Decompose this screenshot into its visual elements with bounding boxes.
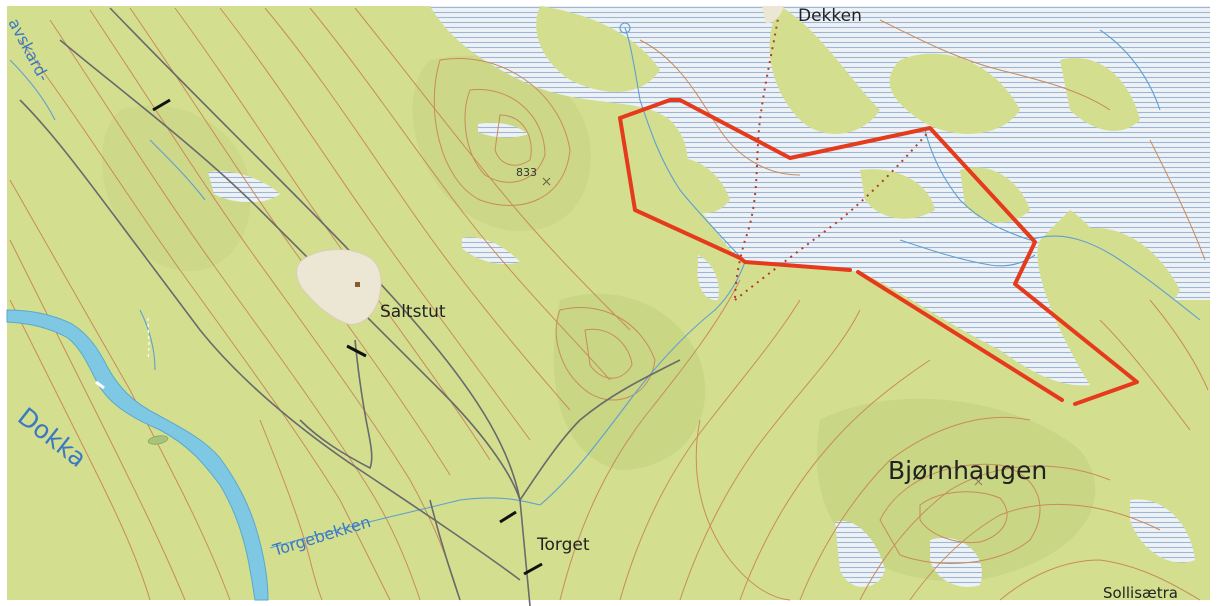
dekken-clearing <box>762 6 784 24</box>
roads <box>19 7 681 606</box>
hiking-trails <box>734 5 931 301</box>
forest-islands <box>536 6 1180 322</box>
spot-height-marker <box>542 177 551 186</box>
river-dokka <box>6 309 269 601</box>
place-label-torget: Torget <box>536 535 590 555</box>
summit-marker <box>974 477 983 486</box>
place-label-saltstut: Saltstut <box>380 302 446 322</box>
place-label-dekken: Dekken <box>798 6 862 26</box>
marsh-areas <box>208 6 1210 588</box>
place-label-bjornhaugen: Bjørnhaugen <box>888 456 1047 485</box>
saltstut-clearing <box>296 249 382 325</box>
streams <box>9 22 1201 549</box>
white-path <box>147 317 150 359</box>
place-label-sollisaetra: Sollisætra <box>1103 584 1178 602</box>
boundary-outline[interactable] <box>618 98 1139 406</box>
road-gates <box>152 98 543 576</box>
elevation-label: 833 <box>516 166 537 179</box>
